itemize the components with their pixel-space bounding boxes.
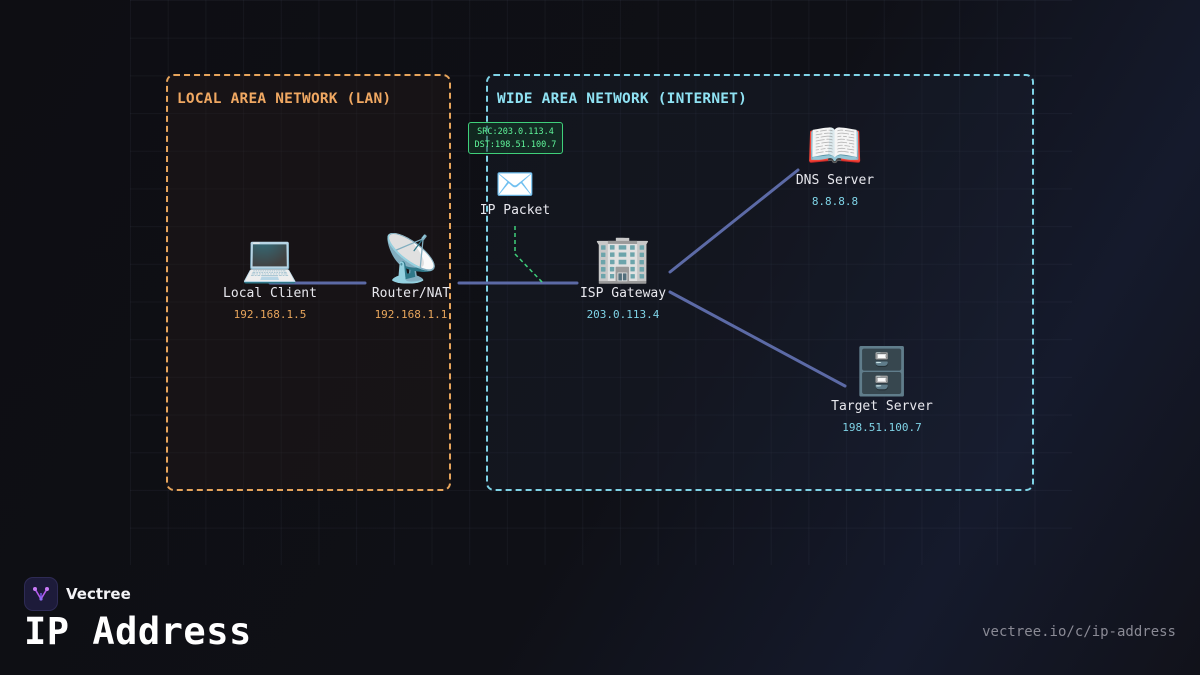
envelope-icon: ✉️ (495, 165, 535, 203)
wan-zone-title: WIDE AREA NETWORK (INTERNET) (497, 91, 748, 107)
office-building-icon: 🏢 (594, 231, 652, 285)
packet-header-label: SRC:203.0.113.4 DST:198.51.100.7 (468, 122, 563, 154)
packet-src: SRC:203.0.113.4 (477, 127, 554, 137)
packet-label: IP Packet (479, 203, 551, 218)
link-isp-target (668, 290, 847, 388)
node-router[interactable]: 📡 Router/NAT 192.168.1.1 (372, 232, 450, 321)
node-dns-server[interactable]: 📖 DNS Server 8.8.8.8 (796, 119, 874, 208)
node-label: Local Client (223, 286, 317, 301)
packet-path (514, 226, 544, 284)
page-url[interactable]: vectree.io/c/ip-address (982, 624, 1176, 640)
node-ip: 192.168.1.1 (374, 308, 448, 321)
ip-packet[interactable]: ✉️ IP Packet (480, 165, 550, 218)
file-cabinet-icon: 🗄️ (853, 344, 911, 398)
brand[interactable]: Vectree (24, 577, 131, 611)
satellite-antenna-icon: 📡 (382, 231, 440, 285)
link-isp-dns (668, 168, 800, 274)
node-ip: 192.168.1.5 (233, 308, 307, 321)
page-title: IP Address (24, 610, 252, 653)
node-target-server[interactable]: 🗄️ Target Server 198.51.100.7 (831, 345, 933, 434)
node-label: Router/NAT (371, 286, 451, 301)
open-book-icon: 📖 (806, 118, 864, 172)
node-local-client[interactable]: 💻 Local Client 192.168.1.5 (223, 232, 317, 321)
node-isp-gateway[interactable]: 🏢 ISP Gateway 203.0.113.4 (580, 232, 666, 321)
node-label: Target Server (831, 399, 933, 414)
wan-zone: WIDE AREA NETWORK (INTERNET) (486, 74, 1034, 491)
node-ip: 8.8.8.8 (811, 195, 859, 208)
node-label: ISP Gateway (579, 286, 667, 301)
packet-dst: DST:198.51.100.7 (474, 140, 557, 150)
vectree-logo-icon (24, 577, 58, 611)
laptop-icon: 💻 (241, 231, 299, 285)
brand-name: Vectree (66, 585, 131, 603)
node-ip: 198.51.100.7 (842, 421, 922, 434)
node-ip: 203.0.113.4 (586, 308, 660, 321)
lan-zone-title: LOCAL AREA NETWORK (LAN) (177, 91, 392, 107)
node-label: DNS Server (795, 173, 875, 188)
